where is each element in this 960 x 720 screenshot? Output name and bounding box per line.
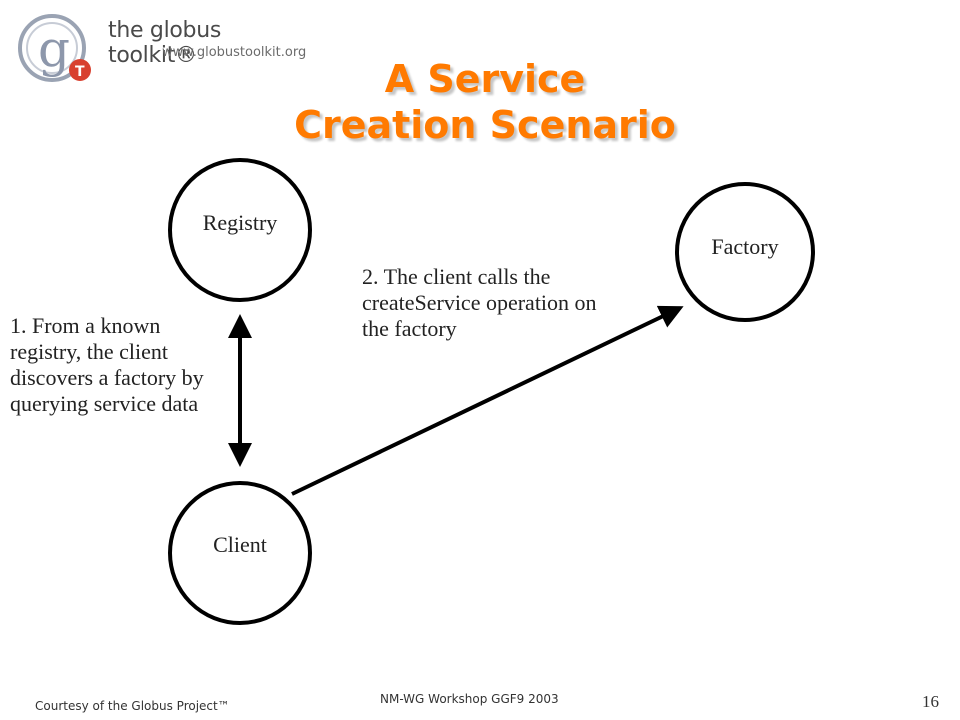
client-factory-arrow xyxy=(291,305,684,496)
registry-label: Registry xyxy=(203,210,278,235)
logo-url: www.globustoolkit.org xyxy=(162,45,307,60)
logo-g-letter: g xyxy=(38,20,70,78)
page-number: 16 xyxy=(922,692,939,711)
logo-wordmark: the globus toolkit® xyxy=(108,18,222,68)
step-1-note: 1. From a known registry, the client dis… xyxy=(10,313,204,416)
logo-t-letter: T xyxy=(75,64,85,80)
slide-title-line-2: Creation Scenario xyxy=(294,103,676,147)
slide-title-line-1: A Service xyxy=(384,57,586,101)
factory-node: Factory xyxy=(675,182,815,322)
registry-circle xyxy=(168,158,312,302)
factory-label: Factory xyxy=(711,234,778,259)
client-node: Client xyxy=(168,481,312,625)
client-circle xyxy=(168,481,312,625)
footer-courtesy: Courtesy of the Globus Project™ xyxy=(35,699,230,713)
slide-title: A Service Creation Scenario xyxy=(240,56,730,148)
factory-circle xyxy=(675,182,815,322)
globus-logo-icon: g T xyxy=(18,14,91,82)
client-label: Client xyxy=(213,532,267,557)
globus-toolkit-logo: g T the globus toolkit® www.globustoolki… xyxy=(10,8,310,90)
step-2-note: 2. The client calls the createService op… xyxy=(362,264,597,341)
footer-workshop: NM-WG Workshop GGF9 2003 xyxy=(380,692,559,706)
registry-node: Registry xyxy=(168,158,312,302)
